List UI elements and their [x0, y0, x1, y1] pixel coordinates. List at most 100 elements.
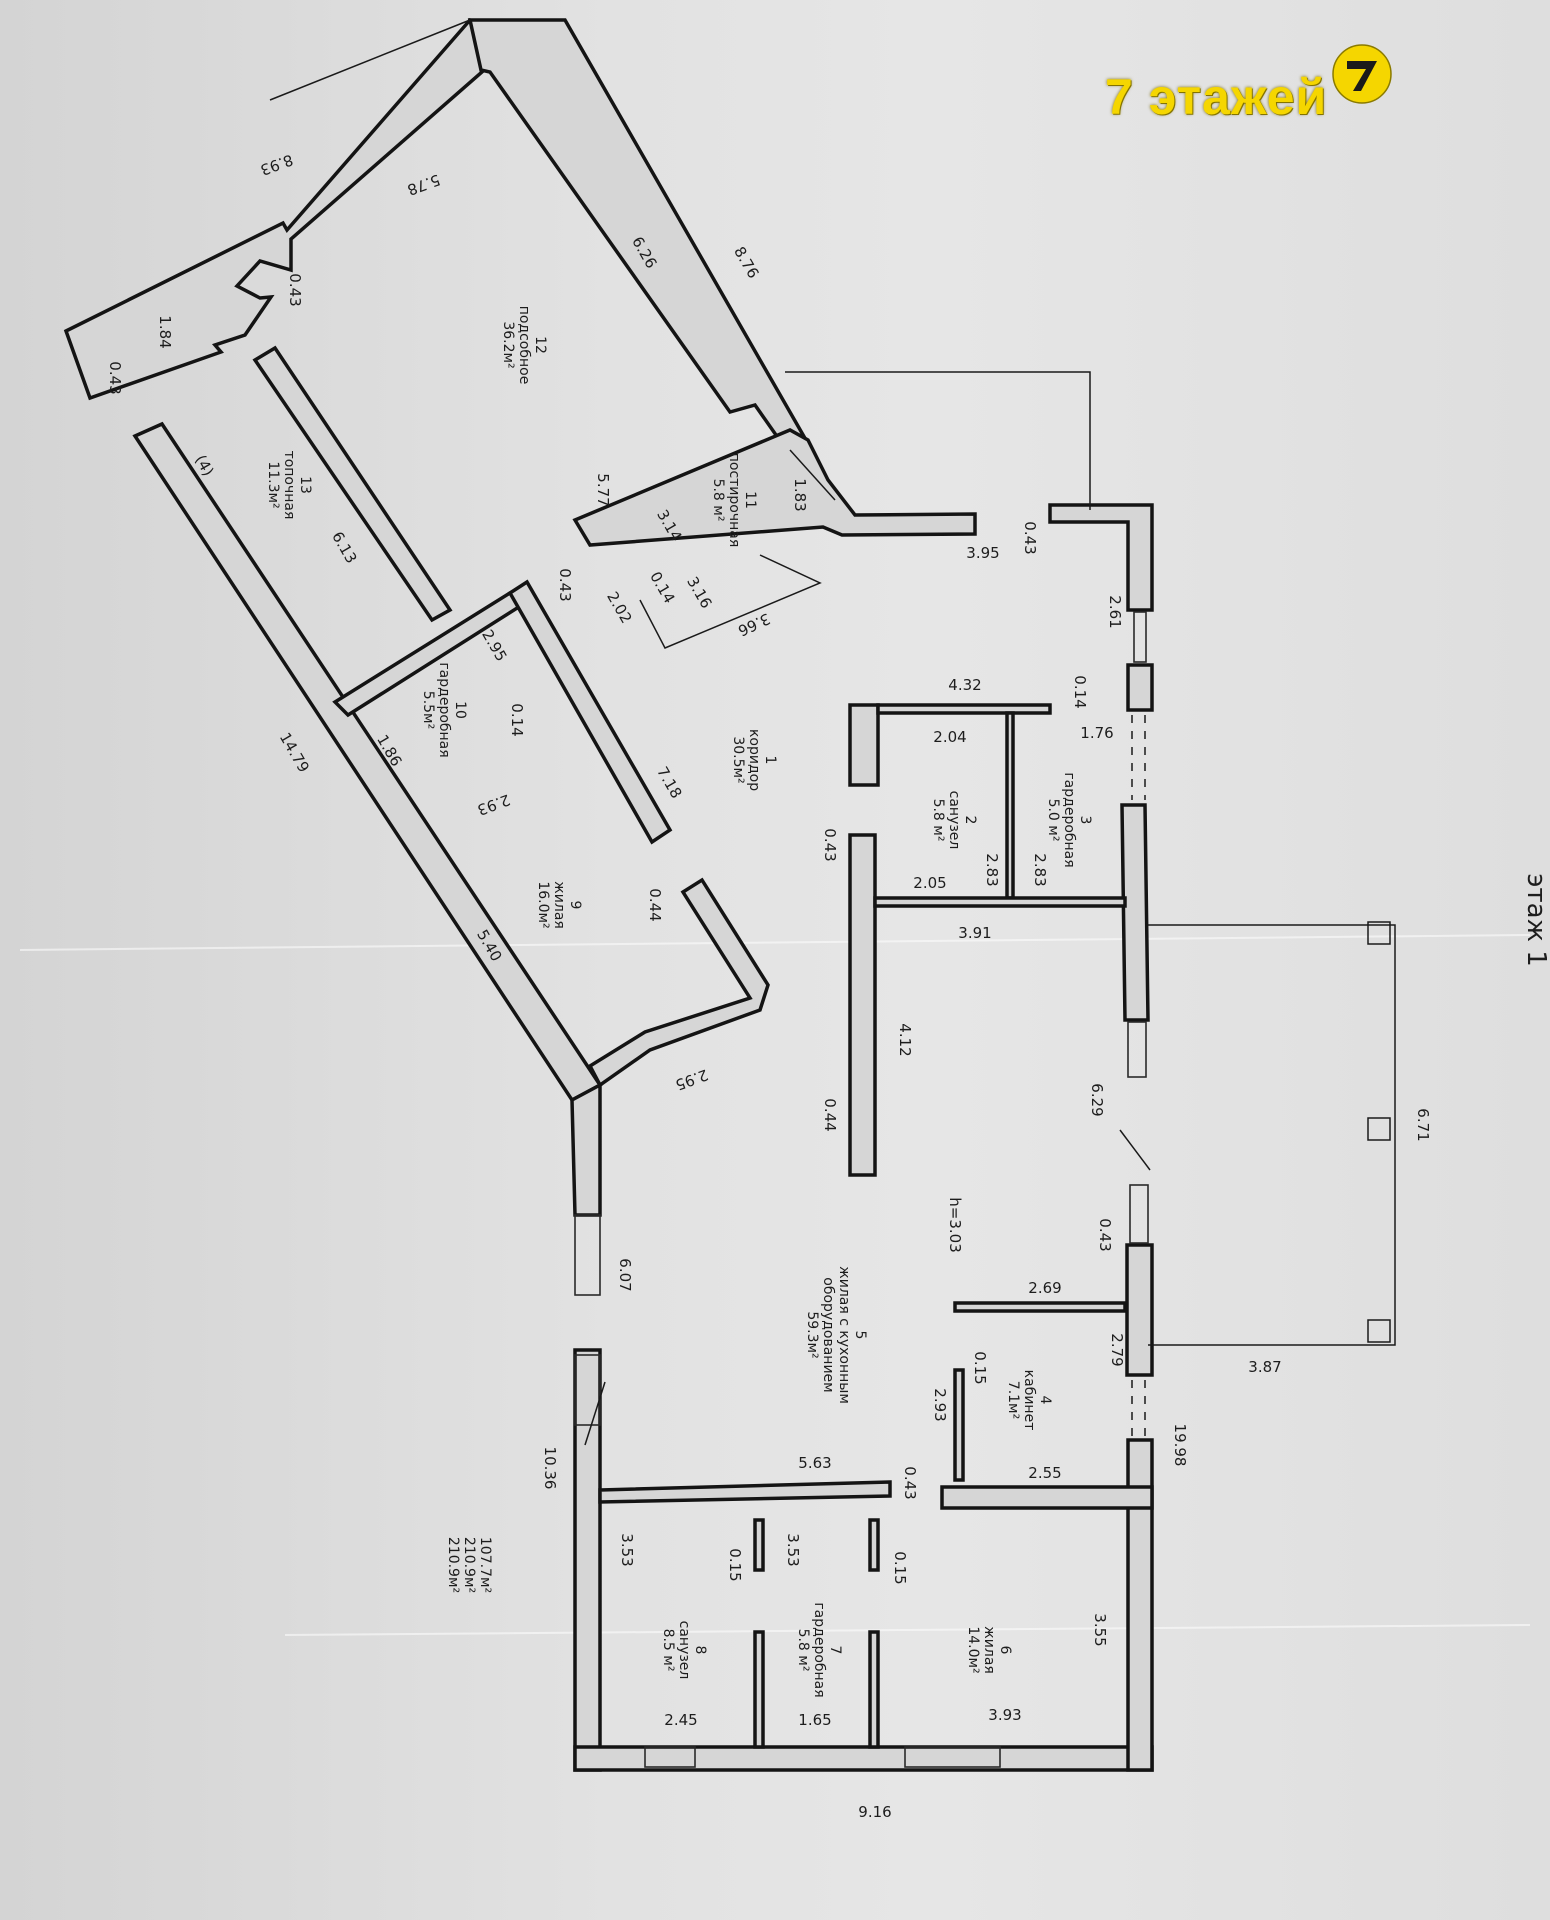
svg-text:13: 13 [297, 476, 313, 494]
svg-text:жилая: жилая [551, 881, 567, 929]
svg-text:постирочная: постирочная [726, 453, 742, 548]
brand-logo-icon [1332, 44, 1393, 104]
svg-text:жилая с кухонным: жилая с кухонным [836, 1266, 852, 1404]
room-1-label: 1 коридор 30.5м² [730, 729, 778, 791]
svg-text:59.3м²: 59.3м² [804, 1311, 820, 1358]
wall-east-mid3 [1125, 1243, 1154, 1377]
dim-3-53-a: 3.53 [618, 1533, 636, 1566]
laundry-porch-outline [785, 371, 1091, 510]
svg-text:подсобное: подсобное [516, 306, 532, 385]
window-laundry [789, 449, 836, 501]
svg-text:5.0 м²: 5.0 м² [1045, 799, 1061, 842]
svg-text:оборудованием: оборудованием [820, 1277, 836, 1392]
dim-3-93: 3.93 [988, 1706, 1021, 1724]
window-east-1 [1133, 611, 1147, 663]
dim-3-53-b: 3.53 [784, 1533, 802, 1566]
dim-8-76: 8.76 [730, 244, 762, 282]
dim-0-15-c: 0.15 [891, 1551, 909, 1584]
svg-text:5: 5 [852, 1331, 868, 1340]
dim-2-04: 2.04 [933, 728, 966, 746]
room-12-label: 12 подсобное 36.2м² [500, 306, 548, 385]
room-13-label: 13 топочная 11.3м² [265, 451, 313, 520]
svg-text:210.9м²: 210.9м² [461, 1537, 477, 1593]
dim-5-63: 5.63 [798, 1454, 831, 1472]
dim-2-61: 2.61 [1106, 595, 1124, 628]
wall-row-divider [598, 1480, 892, 1504]
laundry-step-outline [639, 554, 822, 649]
dim-14-79: 14.79 [276, 729, 313, 775]
room-2-label: 2 санузел 5.8 м² [930, 791, 978, 850]
dim-2-95-b: 2.95 [673, 1066, 711, 1094]
svg-text:1: 1 [762, 756, 778, 765]
window-south-2 [904, 1746, 1001, 1768]
door-swing-east [1119, 1129, 1151, 1171]
window-north-wing [269, 19, 471, 101]
dim-2-55: 2.55 [1028, 1464, 1061, 1482]
brand-watermark: 7 этажей [1105, 44, 1393, 126]
wall-east-mid1 [1126, 663, 1154, 712]
window-east-2 [1127, 1021, 1147, 1078]
dim-0-43-d: 0.43 [556, 568, 574, 601]
dim-9-16: 9.16 [858, 1803, 891, 1821]
wall-bath8-div [753, 1518, 765, 1572]
dim-7-18: 7.18 [653, 764, 685, 802]
svg-text:3: 3 [1077, 816, 1093, 825]
room-6-label: 6 жилая 14.0м² [965, 1626, 1013, 1674]
paper-fold-lower [284, 1624, 1531, 1636]
dim-3-66: 3.66 [735, 609, 773, 639]
svg-text:6: 6 [997, 1646, 1013, 1655]
wall-west-lower2 [573, 1348, 602, 1772]
dim-2-93-b: 2.93 [931, 1388, 949, 1421]
wall-bath8-div2 [753, 1630, 765, 1749]
dim-6-29: 6.29 [1088, 1083, 1106, 1116]
brand-text: 7 этажей [1105, 69, 1328, 125]
wall-kab4-top [953, 1301, 1127, 1313]
dim-2-95-a: 2.95 [478, 627, 510, 665]
svg-text:11.3м²: 11.3м² [265, 461, 281, 508]
terrace-post-2 [1367, 1117, 1391, 1141]
dim-0-15-b: 0.15 [726, 1548, 744, 1581]
wall-gard7-div2 [868, 1630, 880, 1749]
svg-text:гардеробная: гардеробная [436, 662, 452, 757]
wall-row-divider-east [940, 1485, 1154, 1510]
dim-0-14-c: 0.14 [508, 703, 526, 736]
dim-6-07: 6.07 [616, 1258, 634, 1291]
svg-text:12: 12 [532, 336, 548, 354]
dim-3-55: 3.55 [1091, 1613, 1109, 1646]
dim-0-43-b: 0.43 [106, 361, 124, 394]
dim-1-84: 1.84 [156, 315, 174, 348]
wall-gard7-div [868, 1518, 880, 1572]
dim-2-83-b: 2.83 [1031, 853, 1049, 886]
wall-east-upper [1048, 503, 1154, 612]
room-10-label: 10 гардеробная 5.5м² [420, 662, 468, 757]
dim-6-13: 6.13 [328, 529, 360, 567]
wall-interior-long [848, 833, 877, 1177]
dim-0-44-a: 0.44 [646, 888, 664, 921]
svg-text:11: 11 [742, 491, 758, 509]
room-11-label: 11 постирочная 5.8 м² [710, 453, 758, 548]
dim-2-93: 2.93 [475, 791, 513, 819]
svg-text:30.5м²: 30.5м² [730, 736, 746, 783]
dim-2-69: 2.69 [1028, 1279, 1061, 1297]
room-3-label: 3 гардеробная 5.0 м² [1045, 772, 1093, 867]
dim-6-71: 6.71 [1414, 1108, 1432, 1141]
paper-fold-horizontal [19, 934, 1531, 951]
room-5-label: 5 жилая с кухонным оборудованием 59.3м² [804, 1266, 868, 1404]
svg-text:5.8 м²: 5.8 м² [795, 1629, 811, 1672]
svg-text:топочная: топочная [281, 451, 297, 520]
svg-text:4: 4 [1037, 1396, 1053, 1405]
svg-text:7.1м²: 7.1м² [1005, 1381, 1021, 1419]
dim-2-79: 2.79 [1108, 1333, 1126, 1366]
svg-text:санузел: санузел [946, 791, 962, 850]
room-8-label: 8 санузел 8.5 м² [660, 1621, 708, 1680]
svg-text:коридор: коридор [746, 729, 762, 791]
floor-title: этаж 1 [1521, 873, 1550, 967]
height-note: h=3.03 [946, 1197, 964, 1252]
terrace-post-3 [1367, 1319, 1391, 1343]
svg-text:8: 8 [692, 1646, 708, 1655]
svg-text:107.7м²: 107.7м² [477, 1537, 493, 1593]
dim-1-83: 1.83 [791, 478, 809, 511]
dim-0-43-e: 0.43 [1021, 521, 1039, 554]
wall-bath2-top [876, 703, 1052, 715]
